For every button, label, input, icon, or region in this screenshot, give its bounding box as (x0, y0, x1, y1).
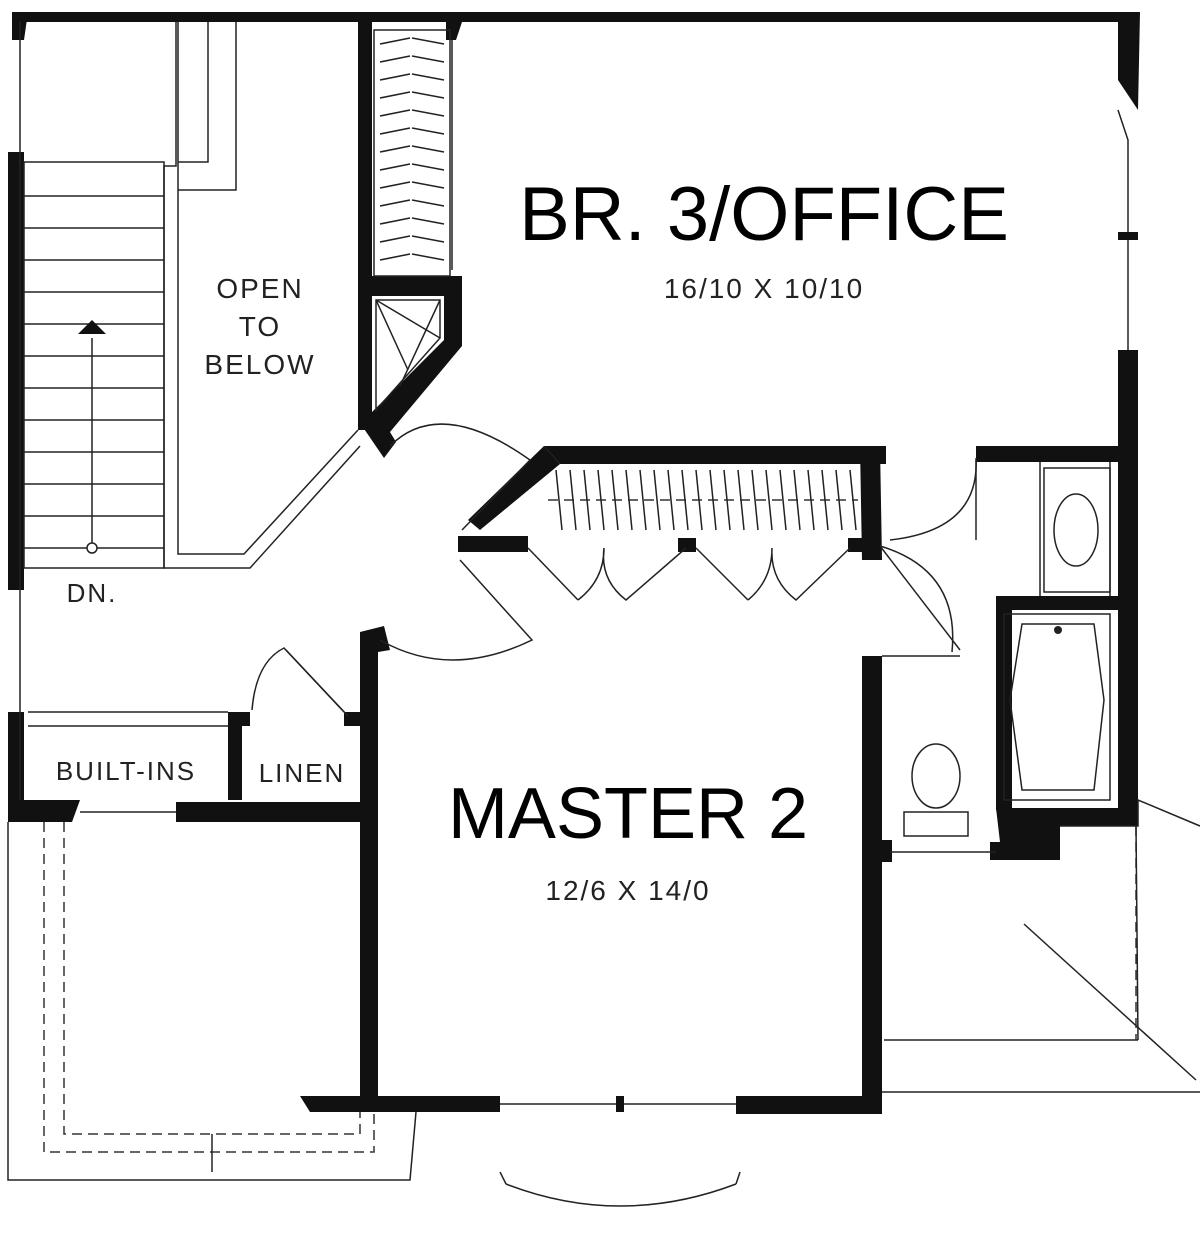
wardrobe-closet (527, 469, 858, 601)
hanger-tick (569, 469, 577, 531)
shelf-tick (411, 181, 445, 189)
open-to-below-line2: TO (239, 311, 281, 342)
shelf-tick (411, 145, 445, 153)
shelf-tick (411, 199, 445, 207)
hanger-tick (751, 469, 759, 531)
hanger-tick (737, 469, 745, 531)
master-room-name: MASTER 2 (448, 774, 808, 854)
open-to-below-line3: BELOW (204, 349, 315, 380)
shelf-tick (411, 109, 445, 117)
corner-shower (375, 299, 441, 412)
stair-arrow-icon (78, 320, 106, 334)
stair-start-marker (86, 542, 98, 554)
hanger-tick (779, 469, 787, 531)
staircase (23, 161, 165, 569)
shelf-tick (379, 217, 411, 225)
hanger-tick (555, 469, 563, 531)
shelf-tick (379, 109, 411, 117)
hanger-tick (709, 469, 717, 531)
office-room-name: BR. 3/OFFICE (519, 172, 1009, 257)
shelf-tick (411, 37, 445, 45)
hanger-tick (611, 469, 619, 531)
shelf-tick (379, 37, 411, 45)
hanger-tick (765, 469, 773, 531)
hanger-tick (583, 469, 591, 531)
sink-icon (1053, 493, 1099, 567)
hanger-tick (807, 469, 815, 531)
closet-shelving (373, 29, 453, 277)
shelf-tick (379, 199, 411, 207)
hanger-tick (849, 469, 857, 531)
hanger-tick (681, 469, 689, 531)
bathroom-fixtures (903, 467, 1111, 837)
shelf-tick (411, 235, 445, 243)
shelf-tick (411, 55, 445, 63)
hanger-tick (625, 469, 633, 531)
door-swings (251, 423, 977, 1207)
shelf-tick (411, 73, 445, 81)
shelf-tick (411, 91, 445, 99)
hanger-tick (821, 469, 829, 531)
shelf-tick (379, 73, 411, 81)
shelf-tick (379, 127, 411, 135)
shelf-tick (379, 235, 411, 243)
linen-label: LINEN (259, 758, 346, 788)
shelf-tick (379, 55, 411, 63)
open-to-below-line1: OPEN (216, 273, 303, 304)
shelf-tick (379, 145, 411, 153)
shelf-tick (379, 163, 411, 171)
exterior-walls (8, 12, 1140, 1114)
hanger-tick (723, 469, 731, 531)
built-ins-label: BUILT-INS (56, 756, 196, 786)
bathtub-icon (1009, 623, 1105, 791)
hanger-tick (653, 469, 661, 531)
hanger-tick (667, 469, 675, 531)
shelf-tick (411, 163, 445, 171)
hanger-tick (639, 469, 647, 531)
shelf-tick (379, 181, 411, 189)
shelf-tick (411, 127, 445, 135)
hanger-tick (835, 469, 843, 531)
shelf-tick (411, 253, 445, 261)
shelf-tick (379, 253, 411, 261)
hanger-tick (695, 469, 703, 531)
shelf-tick (411, 217, 445, 225)
stairs-down-label: DN. (67, 578, 118, 608)
master-room-dimensions: 12/6 X 14/0 (545, 875, 710, 906)
porch-outline (7, 798, 1200, 1181)
hanger-tick (793, 469, 801, 531)
hanger-tick (597, 469, 605, 531)
office-room-dimensions: 16/10 X 10/10 (664, 273, 864, 304)
toilet-icon (911, 743, 961, 809)
shelf-tick (379, 91, 411, 99)
